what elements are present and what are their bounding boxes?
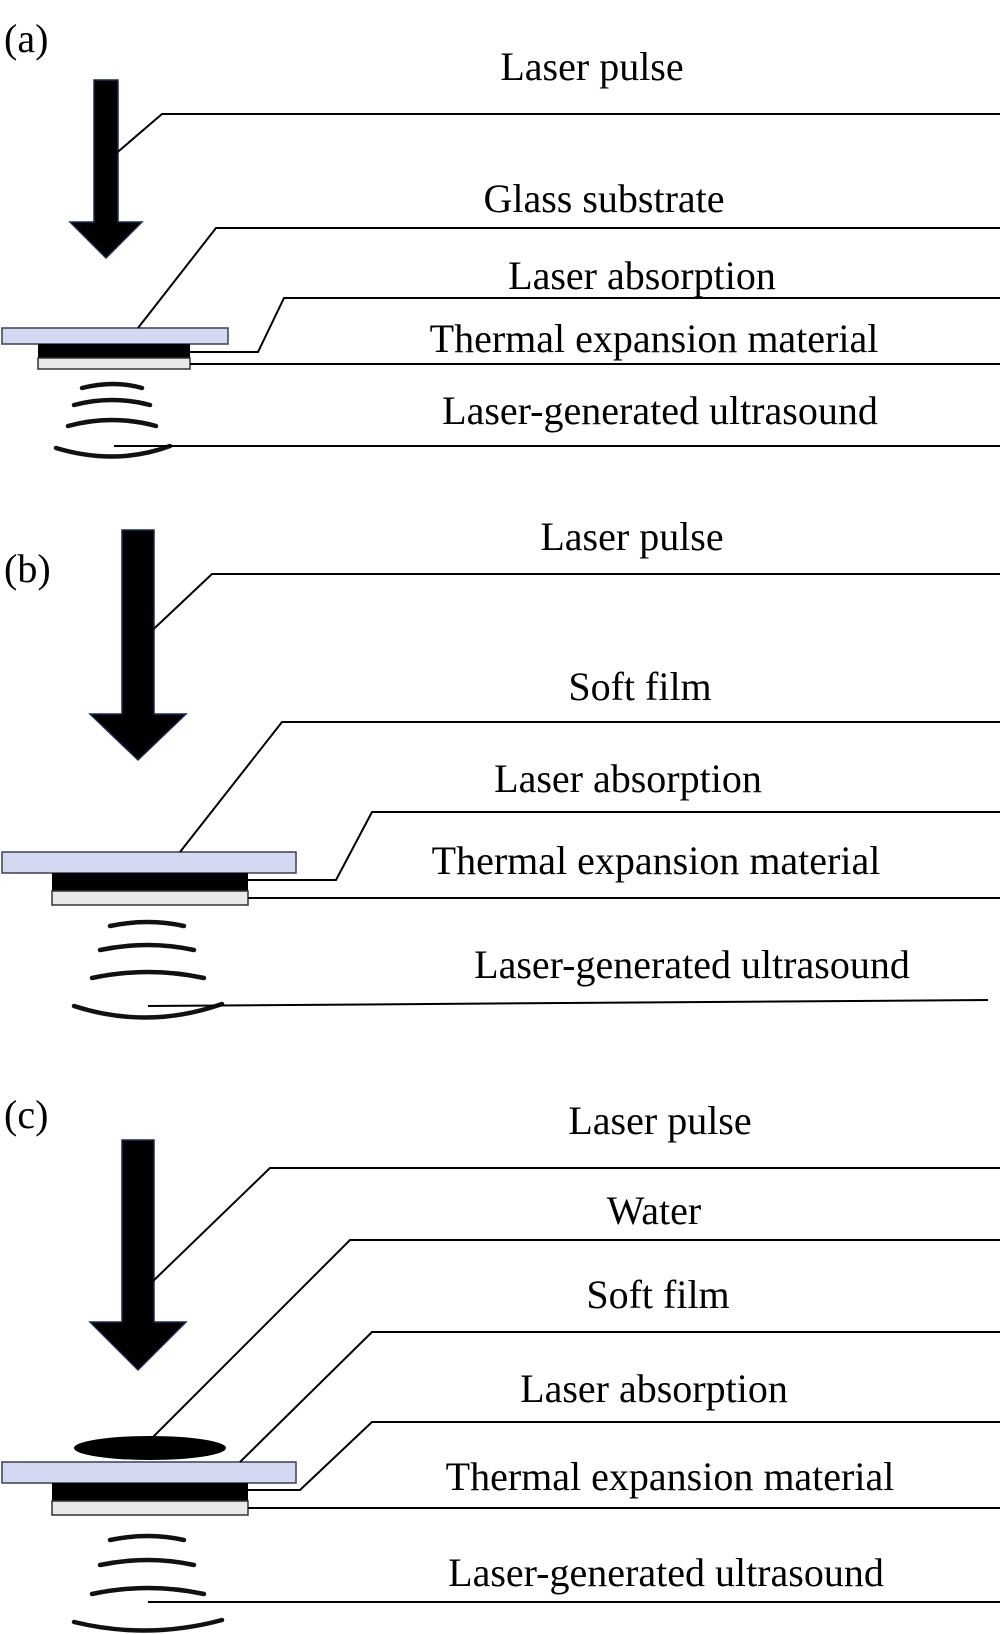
leader-line bbox=[190, 297, 1000, 353]
ultrasound-wave bbox=[97, 942, 197, 953]
thermal-expansion-layer bbox=[51, 1500, 249, 1516]
callout-thermal-expansion-material: Thermal expansion material bbox=[432, 838, 881, 883]
leader-line bbox=[141, 573, 1000, 641]
laser-absorption-layer bbox=[38, 344, 190, 358]
ultrasound-wave bbox=[107, 919, 187, 929]
panel-b: (b) Laser pulse Soft film Laser absorpti… bbox=[1, 514, 1000, 1020]
callout-laser-pulse: Laser pulse bbox=[500, 44, 683, 89]
laser-pulse-arrow bbox=[88, 529, 188, 762]
ultrasound-wave bbox=[71, 1617, 225, 1633]
callout-thermal-expansion-material: Thermal expansion material bbox=[430, 316, 879, 361]
laser-pulse-arrow bbox=[88, 1139, 188, 1372]
callout-laser-absorption: Laser absorption bbox=[520, 1366, 788, 1411]
soft-film-layer bbox=[1, 851, 297, 874]
thermal-expansion-layer bbox=[37, 357, 191, 370]
leader-line bbox=[147, 999, 989, 1007]
leader-line bbox=[179, 721, 1000, 853]
panel-c: (c) Laser pulse Water Soft film Laser ab… bbox=[1, 1092, 1000, 1633]
panel-a: (a) Laser pulse Glass substrate Laser ab… bbox=[1, 16, 1000, 459]
callout-water: Water bbox=[607, 1188, 702, 1233]
laser-absorption-layer bbox=[52, 1483, 248, 1501]
panel-c-label: (c) bbox=[4, 1092, 48, 1137]
soft-film-layer bbox=[1, 1461, 297, 1484]
water-droplet bbox=[74, 1436, 226, 1460]
callout-laser-pulse: Laser pulse bbox=[540, 514, 723, 559]
callout-laser-generated-ultrasound: Laser-generated ultrasound bbox=[448, 1550, 884, 1595]
panel-b-label: (b) bbox=[4, 546, 51, 591]
laser-pulse-arrow bbox=[68, 79, 144, 260]
callout-soft-film: Soft film bbox=[586, 1272, 729, 1317]
ultrasound-wave bbox=[79, 381, 145, 391]
glass-substrate-layer bbox=[1, 327, 229, 345]
callout-laser-generated-ultrasound: Laser-generated ultrasound bbox=[474, 942, 910, 987]
ultrasound-wave bbox=[71, 1001, 225, 1020]
ultrasound-wave bbox=[107, 1533, 187, 1543]
callout-laser-pulse: Laser pulse bbox=[568, 1098, 751, 1143]
ultrasound-wave bbox=[71, 397, 153, 408]
laser-absorption-layer bbox=[52, 873, 248, 891]
ultrasound-wave bbox=[97, 1557, 197, 1568]
leader-line bbox=[149, 1239, 1000, 1441]
callout-soft-film: Soft film bbox=[568, 664, 711, 709]
ultrasound-wave bbox=[89, 1585, 207, 1597]
leader-line bbox=[137, 227, 1000, 329]
callout-thermal-expansion-material: Thermal expansion material bbox=[446, 1454, 895, 1499]
leader-line bbox=[105, 113, 1000, 163]
leader-line bbox=[149, 1167, 1000, 1285]
leader-line bbox=[248, 811, 1000, 881]
panel-a-label: (a) bbox=[4, 16, 48, 61]
leader-line bbox=[239, 1331, 1000, 1463]
leader-line bbox=[248, 1421, 1000, 1491]
ultrasound-wave bbox=[65, 417, 159, 429]
callout-laser-absorption: Laser absorption bbox=[494, 756, 762, 801]
callout-laser-generated-ultrasound: Laser-generated ultrasound bbox=[442, 388, 878, 433]
ultrasound-wave bbox=[53, 443, 173, 459]
callout-laser-absorption: Laser absorption bbox=[508, 253, 776, 298]
ultrasound-wave bbox=[89, 969, 207, 981]
thermal-expansion-layer bbox=[51, 890, 249, 906]
callout-glass-substrate: Glass substrate bbox=[483, 176, 724, 221]
